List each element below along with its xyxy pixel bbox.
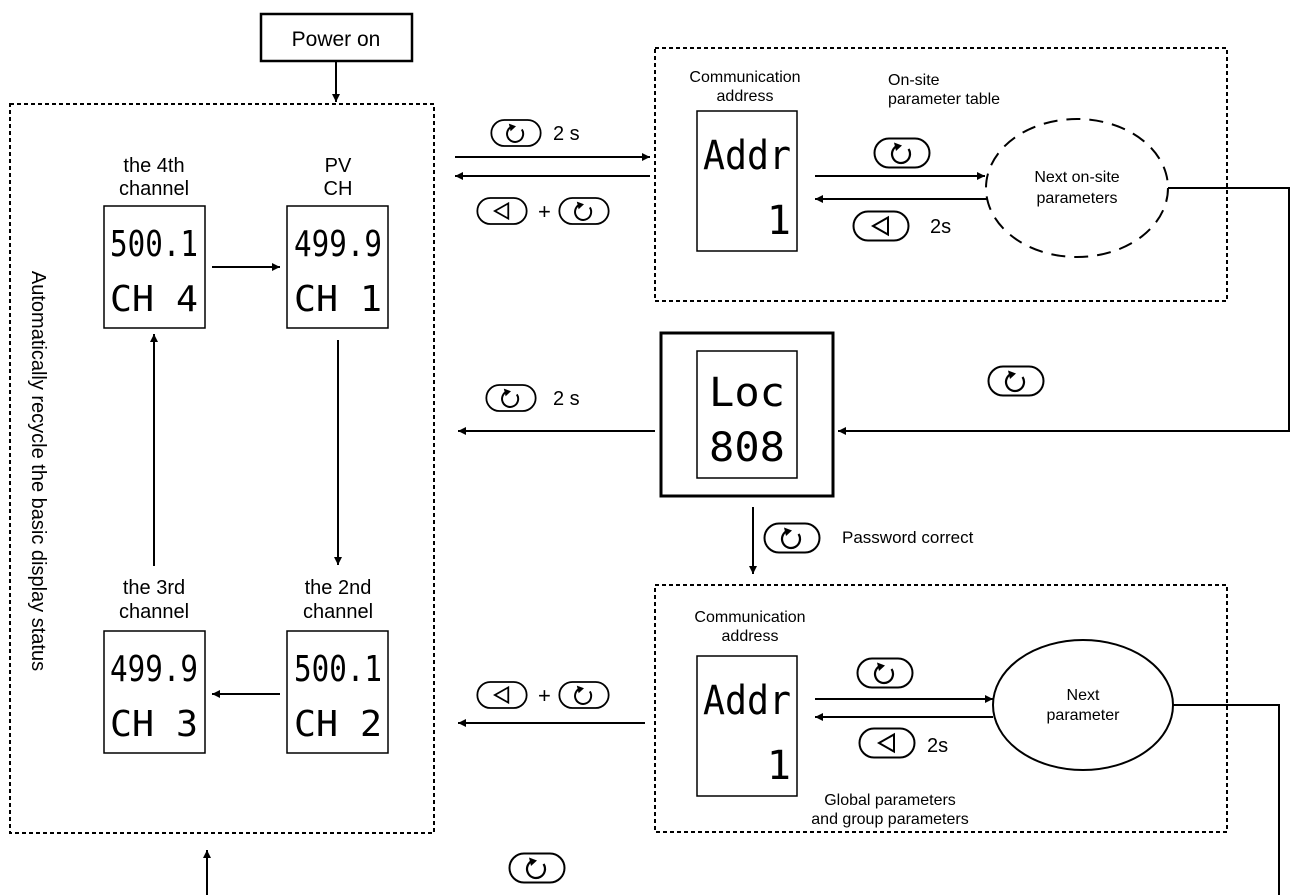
plus-sign-2: + — [538, 683, 551, 708]
channel-4-subtitle: channel — [119, 178, 189, 200]
channel-1-subtitle: CH — [324, 178, 353, 200]
channel-1-display — [286, 205, 389, 329]
cycle-key-icon — [873, 137, 931, 169]
global-footer-label-2: and group parameters — [811, 811, 968, 828]
channel-3-title: the 3rd — [123, 577, 185, 599]
plus-sign: + — [538, 199, 551, 224]
shift-left-key-icon — [476, 681, 528, 709]
shift-left-key-icon — [858, 727, 916, 759]
next-parameter-node — [992, 639, 1174, 771]
hold-time-label: 2 s — [553, 123, 580, 145]
lock-display-top: Loc — [709, 370, 785, 416]
cycle-key-icon — [490, 118, 542, 148]
global-comm-label: Communication — [694, 609, 805, 626]
onsite-table-label: On-site — [888, 72, 940, 89]
channel-2-value: 500.1 — [294, 649, 382, 690]
password-correct-label: Password correct — [842, 528, 974, 547]
onsite-comm-label-2: address — [717, 88, 774, 105]
channel-2-code: CH 2 — [294, 704, 382, 745]
channel-3-code: CH 3 — [110, 704, 198, 745]
onsite-addr-display — [696, 110, 798, 252]
cycle-key-icon — [987, 365, 1045, 397]
global-addr-display — [696, 655, 798, 797]
channel-3-display — [103, 630, 206, 754]
power-on-box — [259, 12, 414, 63]
global-parameter-region — [654, 584, 1228, 833]
basic-display-region — [9, 103, 435, 834]
lock-display — [696, 350, 798, 479]
cycle-key-icon — [763, 522, 821, 554]
global-back-time: 2s — [927, 735, 948, 757]
next-parameter-label: Next — [1067, 687, 1100, 704]
lock-display-bottom: 808 — [709, 425, 785, 471]
global-addr-bottom: 1 — [767, 743, 791, 789]
next-parameter-label-2: parameter — [1047, 707, 1121, 724]
channel-2-subtitle: channel — [303, 601, 373, 623]
channel-2-title: the 2nd — [305, 577, 372, 599]
connector-global-exit — [1173, 704, 1280, 895]
channel-2-display — [286, 630, 389, 754]
next-onsite-label: Next on-site — [1034, 169, 1119, 186]
channel-4-display — [103, 205, 206, 329]
channel-4-code: CH 4 — [110, 279, 198, 320]
cycle-key-icon — [558, 680, 610, 710]
global-footer-label: Global parameters — [824, 792, 956, 809]
onsite-table-label-2: parameter table — [888, 91, 1000, 108]
shift-left-key-icon — [852, 210, 910, 242]
channel-3-subtitle: channel — [119, 601, 189, 623]
connector-onsite-to-lock — [838, 187, 1290, 435]
channel-4-value: 500.1 — [110, 224, 198, 265]
lock-hold-time-label: 2 s — [553, 388, 580, 410]
next-onsite-label-2: parameters — [1037, 190, 1118, 207]
onsite-addr-bottom: 1 — [767, 198, 791, 244]
shift-left-key-icon — [476, 197, 528, 225]
channel-3-value: 499.9 — [110, 649, 198, 690]
power-on-label: Power on — [292, 28, 381, 51]
cycle-key-icon — [485, 383, 537, 413]
onsite-back-time: 2s — [930, 216, 951, 238]
onsite-comm-label: Communication — [689, 69, 800, 86]
cycle-key-icon — [558, 196, 610, 226]
channel-4-title: the 4th — [123, 155, 184, 177]
basic-display-side-label: Automatically recycle the basic display … — [27, 271, 49, 671]
global-comm-label-2: address — [722, 628, 779, 645]
onsite-addr-top: Addr — [703, 133, 791, 179]
cycle-key-icon — [508, 852, 566, 884]
global-addr-top: Addr — [703, 678, 791, 724]
channel-1-title: PV — [325, 155, 352, 177]
next-onsite-parameters-node — [985, 118, 1169, 258]
channel-1-code: CH 1 — [294, 279, 382, 320]
cycle-key-icon — [856, 657, 914, 689]
channel-1-value: 499.9 — [294, 224, 382, 265]
